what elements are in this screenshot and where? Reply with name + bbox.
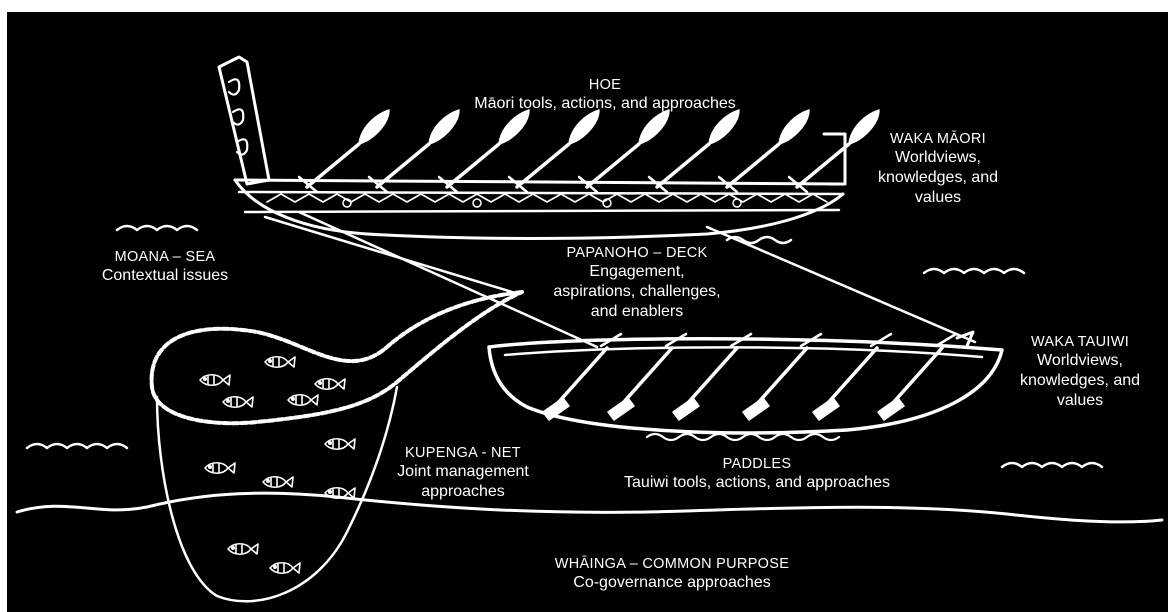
wave-icon: [1002, 463, 1102, 467]
paddles-desc: Tauiwi tools, actions, and approaches: [587, 473, 927, 493]
hoe-title: HOE: [395, 76, 815, 94]
waka-tauiwi-canoe-icon: [489, 332, 1002, 433]
moana-desc: Contextual issues: [85, 266, 245, 286]
paddles-label: PADDLES Tauiwi tools, actions, and appro…: [587, 455, 927, 493]
papanoho-desc-3: and enablers: [537, 302, 737, 322]
wave-icon: [117, 226, 197, 230]
papanoho-desc-1: Engagement,: [537, 262, 737, 282]
hoe-paddle-icon: [307, 110, 389, 187]
hoe-paddle-icon: [447, 110, 529, 187]
waka-tauiwi-desc-3: values: [1000, 391, 1160, 411]
diagram-canvas: HOE Māori tools, actions, and approaches…: [7, 12, 1168, 612]
wave-icon: [924, 269, 1024, 273]
papanoho-desc-2: aspirations, challenges,: [537, 282, 737, 302]
tow-rope-net: [265, 217, 512, 292]
hoe-paddle-icon: [377, 110, 459, 187]
fish-icon: [288, 395, 318, 406]
fish-icon: [223, 397, 253, 408]
waka-tauiwi-desc-2: knowledges, and: [1000, 371, 1160, 391]
fish-icon: [263, 477, 293, 488]
waka-maori-desc-1: Worldviews,: [863, 148, 1013, 168]
kupenga-desc-2: approaches: [373, 482, 553, 502]
waka-maori-desc-3: values: [863, 188, 1013, 208]
waka-tauiwi-label: WAKA TAUIWI Worldviews, knowledges, and …: [1000, 333, 1160, 411]
tauiwi-paddle-icon: [543, 334, 621, 420]
tow-rope-stern: [707, 227, 975, 342]
fish-icon: [270, 563, 300, 574]
wave-icon: [647, 434, 839, 440]
tauiwi-paddle-icon: [813, 334, 891, 420]
paddles-title: PADDLES: [587, 455, 927, 473]
waka-maori-label: WAKA MĀORI Worldviews, knowledges, and v…: [863, 130, 1013, 208]
whainga-title: WHĀINGA – COMMON PURPOSE: [507, 555, 837, 573]
moana-title: MOANA – SEA: [85, 248, 245, 266]
hoe-paddle-icon: [587, 110, 669, 187]
wave-icon: [27, 444, 127, 448]
papanoho-label: PAPANOHO – DECK Engagement, aspirations,…: [537, 244, 737, 322]
whainga-desc: Co-governance approaches: [507, 573, 837, 593]
fish-group: [200, 357, 355, 574]
fish-icon: [315, 379, 345, 390]
waka-tauiwi-desc-1: Worldviews,: [1000, 351, 1160, 371]
fish-icon: [325, 439, 355, 450]
fish-icon: [228, 544, 258, 555]
kupenga-net-rope: [152, 292, 522, 423]
fish-icon: [205, 463, 235, 474]
fish-icon: [265, 357, 295, 368]
kupenga-label: KUPENGA - NET Joint management approache…: [373, 444, 553, 502]
hoe-paddle-icon: [727, 110, 809, 187]
sea-line: [17, 493, 1162, 522]
hoe-paddle-icon: [657, 110, 739, 187]
waka-maori-desc-2: knowledges, and: [863, 168, 1013, 188]
waka-maori-title: WAKA MĀORI: [863, 130, 1013, 148]
waka-tauiwi-title: WAKA TAUIWI: [1000, 333, 1160, 351]
fish-icon: [200, 375, 230, 386]
whainga-label: WHĀINGA – COMMON PURPOSE Co-governance a…: [507, 555, 837, 593]
hoe-paddle-icon: [517, 110, 599, 187]
kupenga-title: KUPENGA - NET: [373, 444, 553, 462]
moana-label: MOANA – SEA Contextual issues: [85, 248, 245, 286]
hoe-label: HOE Māori tools, actions, and approaches: [395, 76, 815, 114]
kupenga-desc-1: Joint management: [373, 462, 553, 482]
papanoho-title: PAPANOHO – DECK: [537, 244, 737, 262]
hoe-desc: Māori tools, actions, and approaches: [395, 94, 815, 114]
